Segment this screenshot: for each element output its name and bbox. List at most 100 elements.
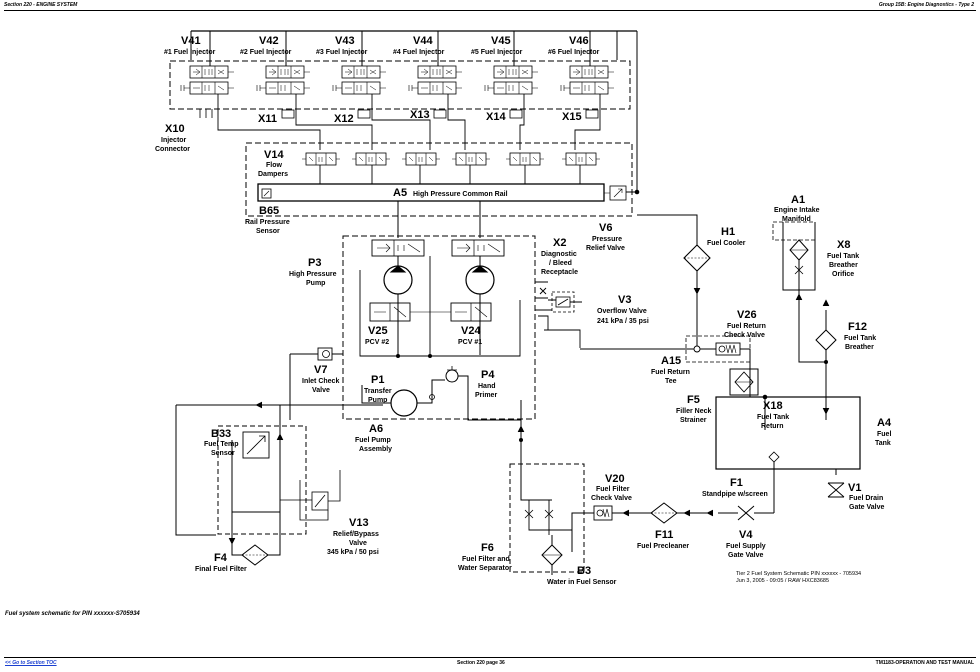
label-f12-l1: Fuel Tank (844, 335, 876, 342)
label-a15-l1: Fuel Return (651, 369, 690, 376)
label-v6-l2: Relief Valve (586, 245, 625, 252)
header-rule (4, 10, 976, 11)
label-f1-code: F1 (730, 477, 743, 489)
label-f5-code: F5 (687, 394, 700, 406)
label-p4-l1: Hand (478, 383, 496, 390)
label-v3-l2: 241 kPa / 35 psi (597, 318, 649, 325)
label-v4-l1: Fuel Supply (726, 543, 766, 550)
label-b65-l1: Rail Pressure (245, 219, 290, 226)
label-a6-l1: Fuel Pump (355, 437, 391, 444)
label-a6-code: A6 (369, 423, 383, 435)
label-v7-l1: Inlet Check (302, 378, 339, 385)
label-a6-l2: Assembly (359, 446, 392, 453)
label-x2-l3: Receptacle (541, 269, 578, 276)
label-f12-code: F12 (848, 321, 867, 333)
label-b65-code: B65 (259, 205, 279, 217)
label-x15: X15 (562, 111, 582, 123)
label-a4-code: A4 (877, 417, 892, 429)
figure-caption: Fuel system schematic for PIN xxxxxx-S70… (5, 611, 140, 617)
label-x10-l2: Connector (155, 146, 190, 153)
label-f4-code: F4 (214, 552, 228, 564)
label-v4-l2: Gate Valve (728, 552, 764, 559)
label-v1-code: V1 (848, 482, 861, 494)
label-v3-code: V3 (618, 294, 631, 306)
label-f6-l2: Water Separator (458, 565, 512, 572)
label-b65-l2: Sensor (256, 228, 280, 235)
label-v6-code: V6 (599, 222, 612, 234)
label-x18-l1: Fuel Tank (757, 414, 789, 421)
label-x8-l2: Breather (829, 262, 858, 269)
label-a1-code: A1 (791, 194, 805, 206)
label-a15-l2: Tee (665, 378, 677, 385)
label-h1-code: H1 (721, 226, 735, 238)
label-f6-l1: Fuel Filter and (462, 556, 510, 563)
label-v25-name: PCV #2 (365, 339, 389, 346)
label-x10-code: X10 (165, 123, 185, 135)
drawing-note-line1: Tier 2 Fuel System Schematic PIN xxxxxx … (736, 571, 861, 577)
label-f4-name: Final Fuel Filter (195, 566, 247, 573)
label-a5-name: High Pressure Common Rail (413, 191, 508, 198)
label-v7-code: V7 (314, 364, 327, 376)
label-p1-code: P1 (371, 374, 384, 386)
label-x2-l1: Diagnostic (541, 251, 577, 258)
label-x8-code: X8 (837, 239, 850, 251)
label-v20-l2: Check Valve (591, 495, 632, 502)
label-v42-code: V42 (259, 35, 279, 47)
label-a1-l2: Manifold (782, 216, 811, 223)
label-f11-code: F11 (655, 529, 673, 541)
label-f5-l2: Strainer (680, 417, 707, 424)
label-f1-name: Standpipe w/screen (702, 491, 768, 498)
label-b3-name: Water in Fuel Sensor (547, 579, 617, 586)
label-v3-l1: Overflow Valve (597, 308, 647, 315)
label-x12: X12 (334, 113, 354, 125)
label-v41-name: #1 Fuel Injector (164, 49, 216, 56)
label-b33-l1: Fuel Temp (204, 441, 238, 448)
label-b3-code: B3 (577, 565, 591, 577)
label-v44-name: #4 Fuel Injector (393, 49, 445, 56)
label-b33-l2: Sensor (211, 450, 235, 457)
label-a15-code: A15 (661, 355, 681, 367)
label-v14-code: V14 (264, 149, 284, 161)
label-v14-l2: Dampers (258, 171, 288, 178)
label-v7-l2: Valve (312, 387, 330, 394)
label-v26-code: V26 (737, 309, 757, 321)
label-v44-code: V44 (413, 35, 433, 47)
label-v43-code: V43 (335, 35, 355, 47)
label-v6-l1: Pressure (592, 236, 622, 243)
label-v42-name: #2 Fuel Injector (240, 49, 292, 56)
label-a5-code: A5 (393, 187, 407, 199)
label-v26-l1: Fuel Return (727, 323, 766, 330)
label-v24-name: PCV #1 (458, 339, 482, 346)
label-f5-l1: Filler Neck (676, 408, 712, 415)
label-x18-l2: Return (761, 423, 784, 430)
header-right: Group 15B: Engine Diagnostics - Type 2 (878, 2, 974, 8)
label-a1-l1: Engine Intake (774, 207, 820, 214)
label-p3-l1: High Pressure (289, 271, 337, 278)
label-v4-code: V4 (739, 529, 753, 541)
label-x11: X11 (258, 113, 277, 125)
label-p3-code: P3 (308, 257, 321, 269)
label-v43-name: #3 Fuel Injector (316, 49, 368, 56)
label-x18-code: X18 (763, 400, 783, 412)
label-f11-name: Fuel Precleaner (637, 543, 689, 550)
label-v13-l3: 345 kPa / 50 psi (327, 549, 379, 556)
label-h1-name: Fuel Cooler (707, 240, 746, 247)
footer-page-number: Section 220 page 36 (457, 660, 505, 666)
label-v1-l2: Gate Valve (849, 504, 885, 511)
label-v1-l1: Fuel Drain (849, 495, 883, 502)
label-x8-l3: Orifice (832, 271, 854, 278)
label-a4-l1: Fuel (877, 431, 891, 438)
label-v13-code: V13 (349, 517, 369, 529)
label-p4-l2: Primer (475, 392, 497, 399)
footer-manual-title: TM1183-OPERATION AND TEST MANUAL (875, 660, 974, 666)
go-to-section-toc-link[interactable]: << Go to Section TOC (5, 660, 57, 666)
label-v45-code: V45 (491, 35, 511, 47)
label-p3-l2: Pump (306, 280, 325, 287)
label-v20-code: V20 (605, 473, 625, 485)
label-v46-name: #6 Fuel Injector (548, 49, 600, 56)
label-x14: X14 (486, 111, 506, 123)
label-p1-l1: Transfer (364, 388, 392, 395)
label-p1-l2: Pump (368, 397, 387, 404)
label-v14-l1: Flow (266, 162, 282, 169)
